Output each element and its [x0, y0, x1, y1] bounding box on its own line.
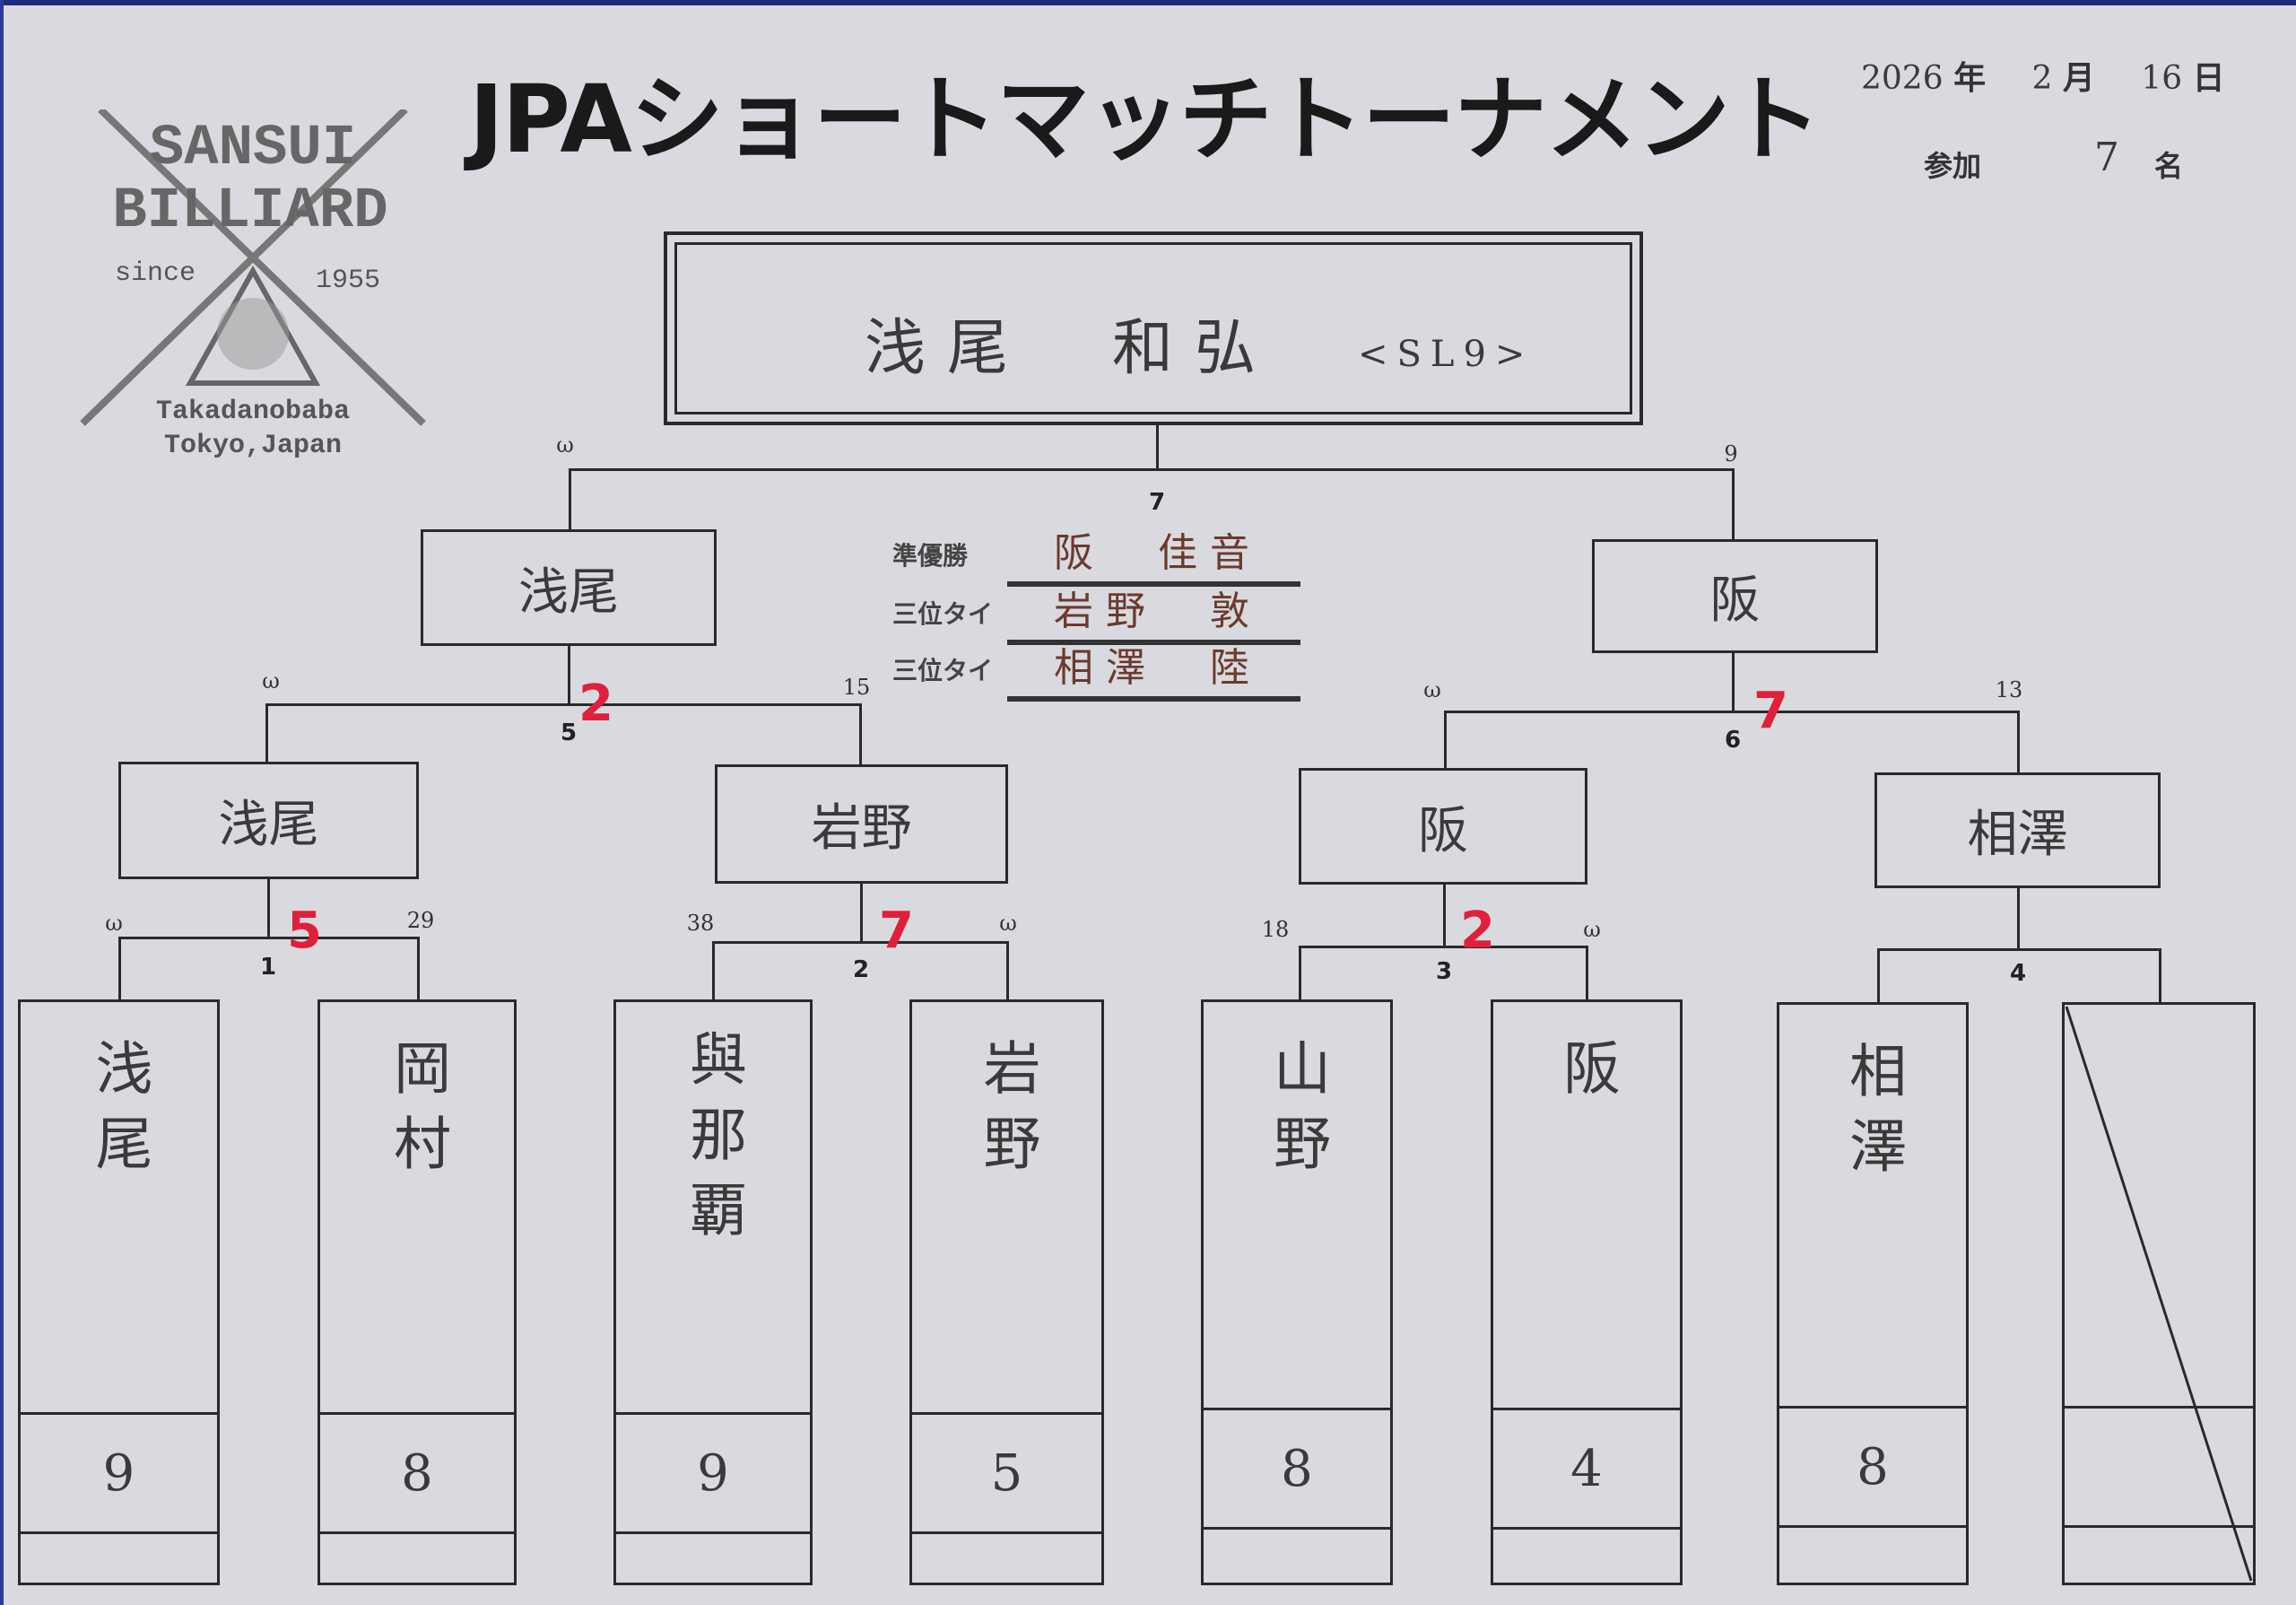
- date-year-label: 年: [1953, 60, 1987, 97]
- player-handicap: 8: [1857, 1437, 1889, 1496]
- match-number-final: 7: [1148, 489, 1166, 516]
- player-name: 山野: [1264, 1038, 1330, 1189]
- award-name: 阪 佳音: [1054, 530, 1262, 576]
- player-slot-2: 岡村 8: [317, 999, 517, 1585]
- quarter-box-3: 阪: [1299, 768, 1587, 885]
- semi-box-right: 阪: [1592, 539, 1878, 653]
- award-third-1: 三位タイ 岩野 敦: [892, 588, 1300, 645]
- logo-year: 1955: [316, 266, 381, 296]
- player-slot-6: 阪 4: [1491, 999, 1683, 1585]
- logo-line1: SANSUI: [149, 117, 357, 181]
- date: 2026 年 2 月 16 日: [1861, 52, 2225, 99]
- champion-box: 浅尾 和弘 <SL9>: [664, 231, 1643, 425]
- semi-score-right: 7: [1753, 682, 1788, 740]
- player-name: 相澤: [1839, 1041, 1906, 1191]
- sansui-billiard-logo: SANSUI BILLIARD since 1955 Takadanobaba …: [74, 109, 432, 468]
- player-name: 與那覇: [680, 1029, 746, 1255]
- quarter-score: 5: [287, 902, 322, 960]
- final-bracket-line: [569, 468, 1735, 471]
- award-runner-up: 準優勝 阪 佳音: [892, 529, 1300, 587]
- logo-place2: Tokyo,Japan: [163, 431, 343, 461]
- quarter-box-4: 相澤: [1874, 772, 2161, 888]
- participants-unit: 名: [2154, 149, 2184, 183]
- match-number-1: 1: [259, 954, 277, 981]
- quarter-score: 7: [879, 902, 914, 960]
- player-name: 岩野: [973, 1038, 1040, 1189]
- player-handicap: 5: [990, 1444, 1023, 1503]
- player-handicap: 9: [697, 1444, 729, 1503]
- player-name: 岡村: [384, 1038, 450, 1189]
- mark: ω: [105, 911, 123, 936]
- mark: ω: [1583, 917, 1601, 942]
- player-handicap: 8: [1281, 1439, 1313, 1498]
- semi-score-left: 2: [578, 675, 613, 733]
- photo-edge-left: [0, 0, 4, 1605]
- logo-place1: Takadanobaba: [155, 397, 351, 427]
- player-handicap: 4: [1570, 1439, 1603, 1498]
- player-slot-8-empty: [2062, 1002, 2256, 1585]
- participants-label: 参加: [1924, 149, 1982, 183]
- mark: 13: [1995, 677, 2023, 702]
- match-number-4: 4: [2009, 960, 2027, 987]
- semi-box-left: 浅尾: [421, 529, 717, 646]
- mark: ω: [999, 911, 1017, 936]
- quarter-box-2: 岩野: [715, 764, 1008, 884]
- date-day: 16: [2141, 60, 2183, 97]
- photo-edge-top: [0, 0, 2296, 5]
- logo-line2: BILLIARD: [112, 179, 388, 244]
- date-year: 2026: [1861, 60, 1944, 97]
- date-month-label: 月: [2062, 60, 2095, 97]
- player-slot-5: 山野 8: [1201, 999, 1393, 1585]
- player-slot-4: 岩野 5: [909, 999, 1104, 1585]
- match-number-5: 5: [560, 720, 578, 746]
- champion-name: 浅尾 和弘: [865, 313, 1278, 384]
- logo-since: since: [115, 258, 196, 289]
- final-left-mark: ω: [556, 432, 574, 458]
- player-name: 浅尾: [85, 1038, 152, 1189]
- award-name: 相澤 陸: [1054, 645, 1262, 691]
- empty-slot-diagonal: [2065, 1006, 2253, 1582]
- match-number-2: 2: [852, 956, 870, 983]
- award-label: 準優勝: [892, 541, 969, 571]
- final-right-mark: 9: [1724, 441, 1738, 467]
- player-slot-7: 相澤 8: [1777, 1002, 1969, 1585]
- award-label: 三位タイ: [892, 656, 994, 685]
- player-handicap: 8: [401, 1444, 433, 1503]
- quarter-score: 2: [1460, 902, 1495, 960]
- date-month: 2: [2031, 60, 2053, 97]
- player-name: 阪: [1553, 1038, 1620, 1113]
- award-label: 三位タイ: [892, 599, 994, 629]
- match-number-3: 3: [1435, 958, 1453, 985]
- match-number-6: 6: [1724, 727, 1742, 754]
- mark: 29: [406, 908, 435, 933]
- date-day-label: 日: [2192, 60, 2225, 97]
- page-title: JPAショートマッチトーナメント: [469, 65, 1822, 174]
- player-slot-3: 與那覇 9: [613, 999, 813, 1585]
- player-handicap: [2065, 1409, 2253, 1525]
- award-name: 岩野 敦: [1054, 589, 1262, 634]
- quarter-box-1: 浅尾: [118, 762, 419, 879]
- player-handicap: 9: [102, 1444, 135, 1503]
- mark: 18: [1261, 917, 1290, 942]
- mark: ω: [262, 668, 280, 693]
- mark: ω: [1423, 677, 1441, 702]
- mark: 15: [842, 675, 871, 700]
- award-third-2: 三位タイ 相澤 陸: [892, 644, 1300, 702]
- player-slot-1: 浅尾 9: [18, 999, 220, 1585]
- champion-rank: <SL9>: [1358, 334, 1535, 375]
- mark: 38: [686, 911, 715, 936]
- cue-and-rack-icon: [80, 109, 426, 426]
- participants-count: 7: [2094, 135, 2119, 180]
